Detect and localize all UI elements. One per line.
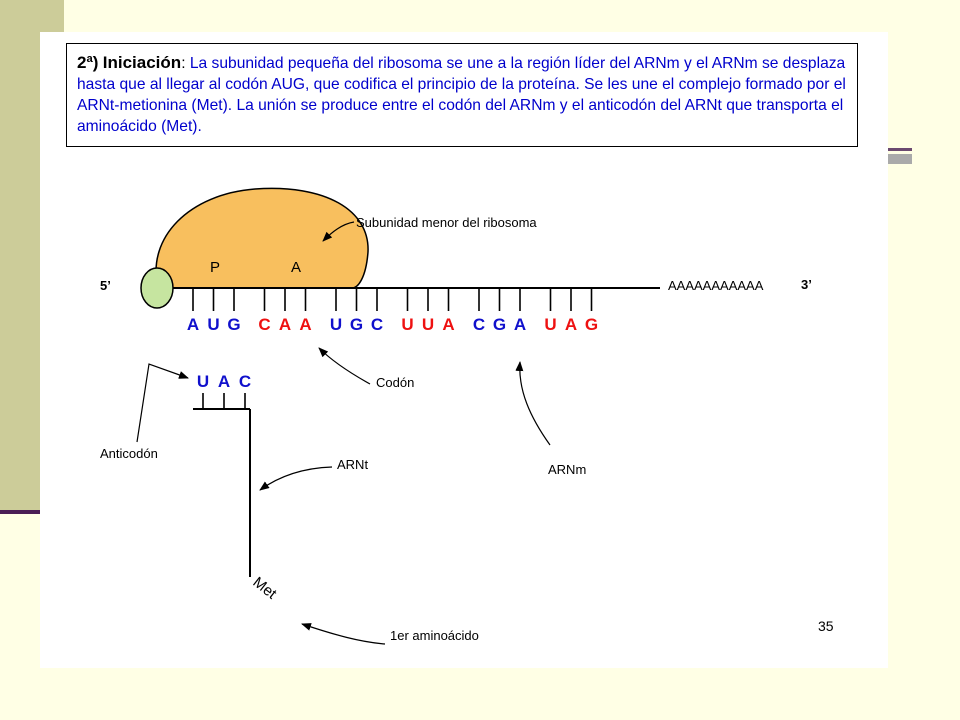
anticodon-base-letter: C [239, 372, 251, 391]
mrna-label: ARNm [548, 462, 586, 477]
anticodon-label: Anticodón [100, 446, 158, 461]
first-aa-label: 1er aminoácido [390, 628, 479, 643]
mrna-base-letter: G [350, 315, 363, 334]
mrna-base-letter: C [473, 315, 485, 334]
anticodon-arrow [136, 363, 189, 443]
description-box: 2ª) Iniciación: La subunidad pequeña del… [66, 43, 858, 147]
site-a-label: A [291, 259, 301, 276]
first-aa-arrow [301, 623, 386, 645]
three-prime-label: 3’ [801, 277, 812, 292]
trna-label: ARNt [337, 457, 368, 472]
codon-label: Codón [376, 375, 414, 390]
mrna-base-letter: U [330, 315, 342, 334]
mrna-base-letter: U [207, 315, 219, 334]
mrna-arrow [515, 361, 551, 446]
mrna-base-letter: G [585, 315, 598, 334]
mrna-base-letter: U [544, 315, 556, 334]
mrna-base-letter: A [187, 315, 199, 334]
mrna-base-letter: U [401, 315, 413, 334]
codon-arrow [318, 347, 371, 385]
mrna-base-letter: G [493, 315, 506, 334]
ribosome-label: Subunidad menor del ribosoma [356, 215, 537, 230]
mrna-base-letter: A [299, 315, 311, 334]
met-label: Met [250, 574, 281, 603]
five-prime-cap [140, 267, 174, 309]
ribosome-subunit [155, 187, 369, 289]
mrna-base-ticks [192, 288, 593, 311]
poly-a-tail: AAAAAAAAAAA [668, 278, 764, 293]
mrna-base-letter: U [422, 315, 434, 334]
title-number: 2ª) [77, 53, 99, 72]
title-colon: : [181, 55, 186, 72]
anticodon-base-letter: A [218, 372, 230, 391]
anticodon-base-letter: U [197, 372, 209, 391]
mrna-base-letter: A [565, 315, 577, 334]
mrna-base-letter: A [279, 315, 291, 334]
mrna-base-letter: G [227, 315, 240, 334]
left-accent-line [0, 510, 48, 514]
ribosome-arrow [322, 221, 355, 242]
mrna-base-letter: C [371, 315, 383, 334]
mrna-base-letter: C [258, 315, 270, 334]
title-word: Iniciación [102, 53, 182, 72]
right-accent-tab [888, 148, 912, 164]
slide-image: 2ª) Iniciación: La subunidad pequeña del… [40, 32, 888, 668]
site-p-label: P [210, 259, 220, 276]
mrna-base-letter: A [514, 315, 526, 334]
description-text: La subunidad pequeña del ribosoma se une… [77, 55, 846, 135]
page-number: 35 [818, 618, 834, 634]
five-prime-label: 5’ [100, 278, 111, 293]
trna-arrow [259, 466, 333, 491]
mrna-base-letter: A [442, 315, 454, 334]
